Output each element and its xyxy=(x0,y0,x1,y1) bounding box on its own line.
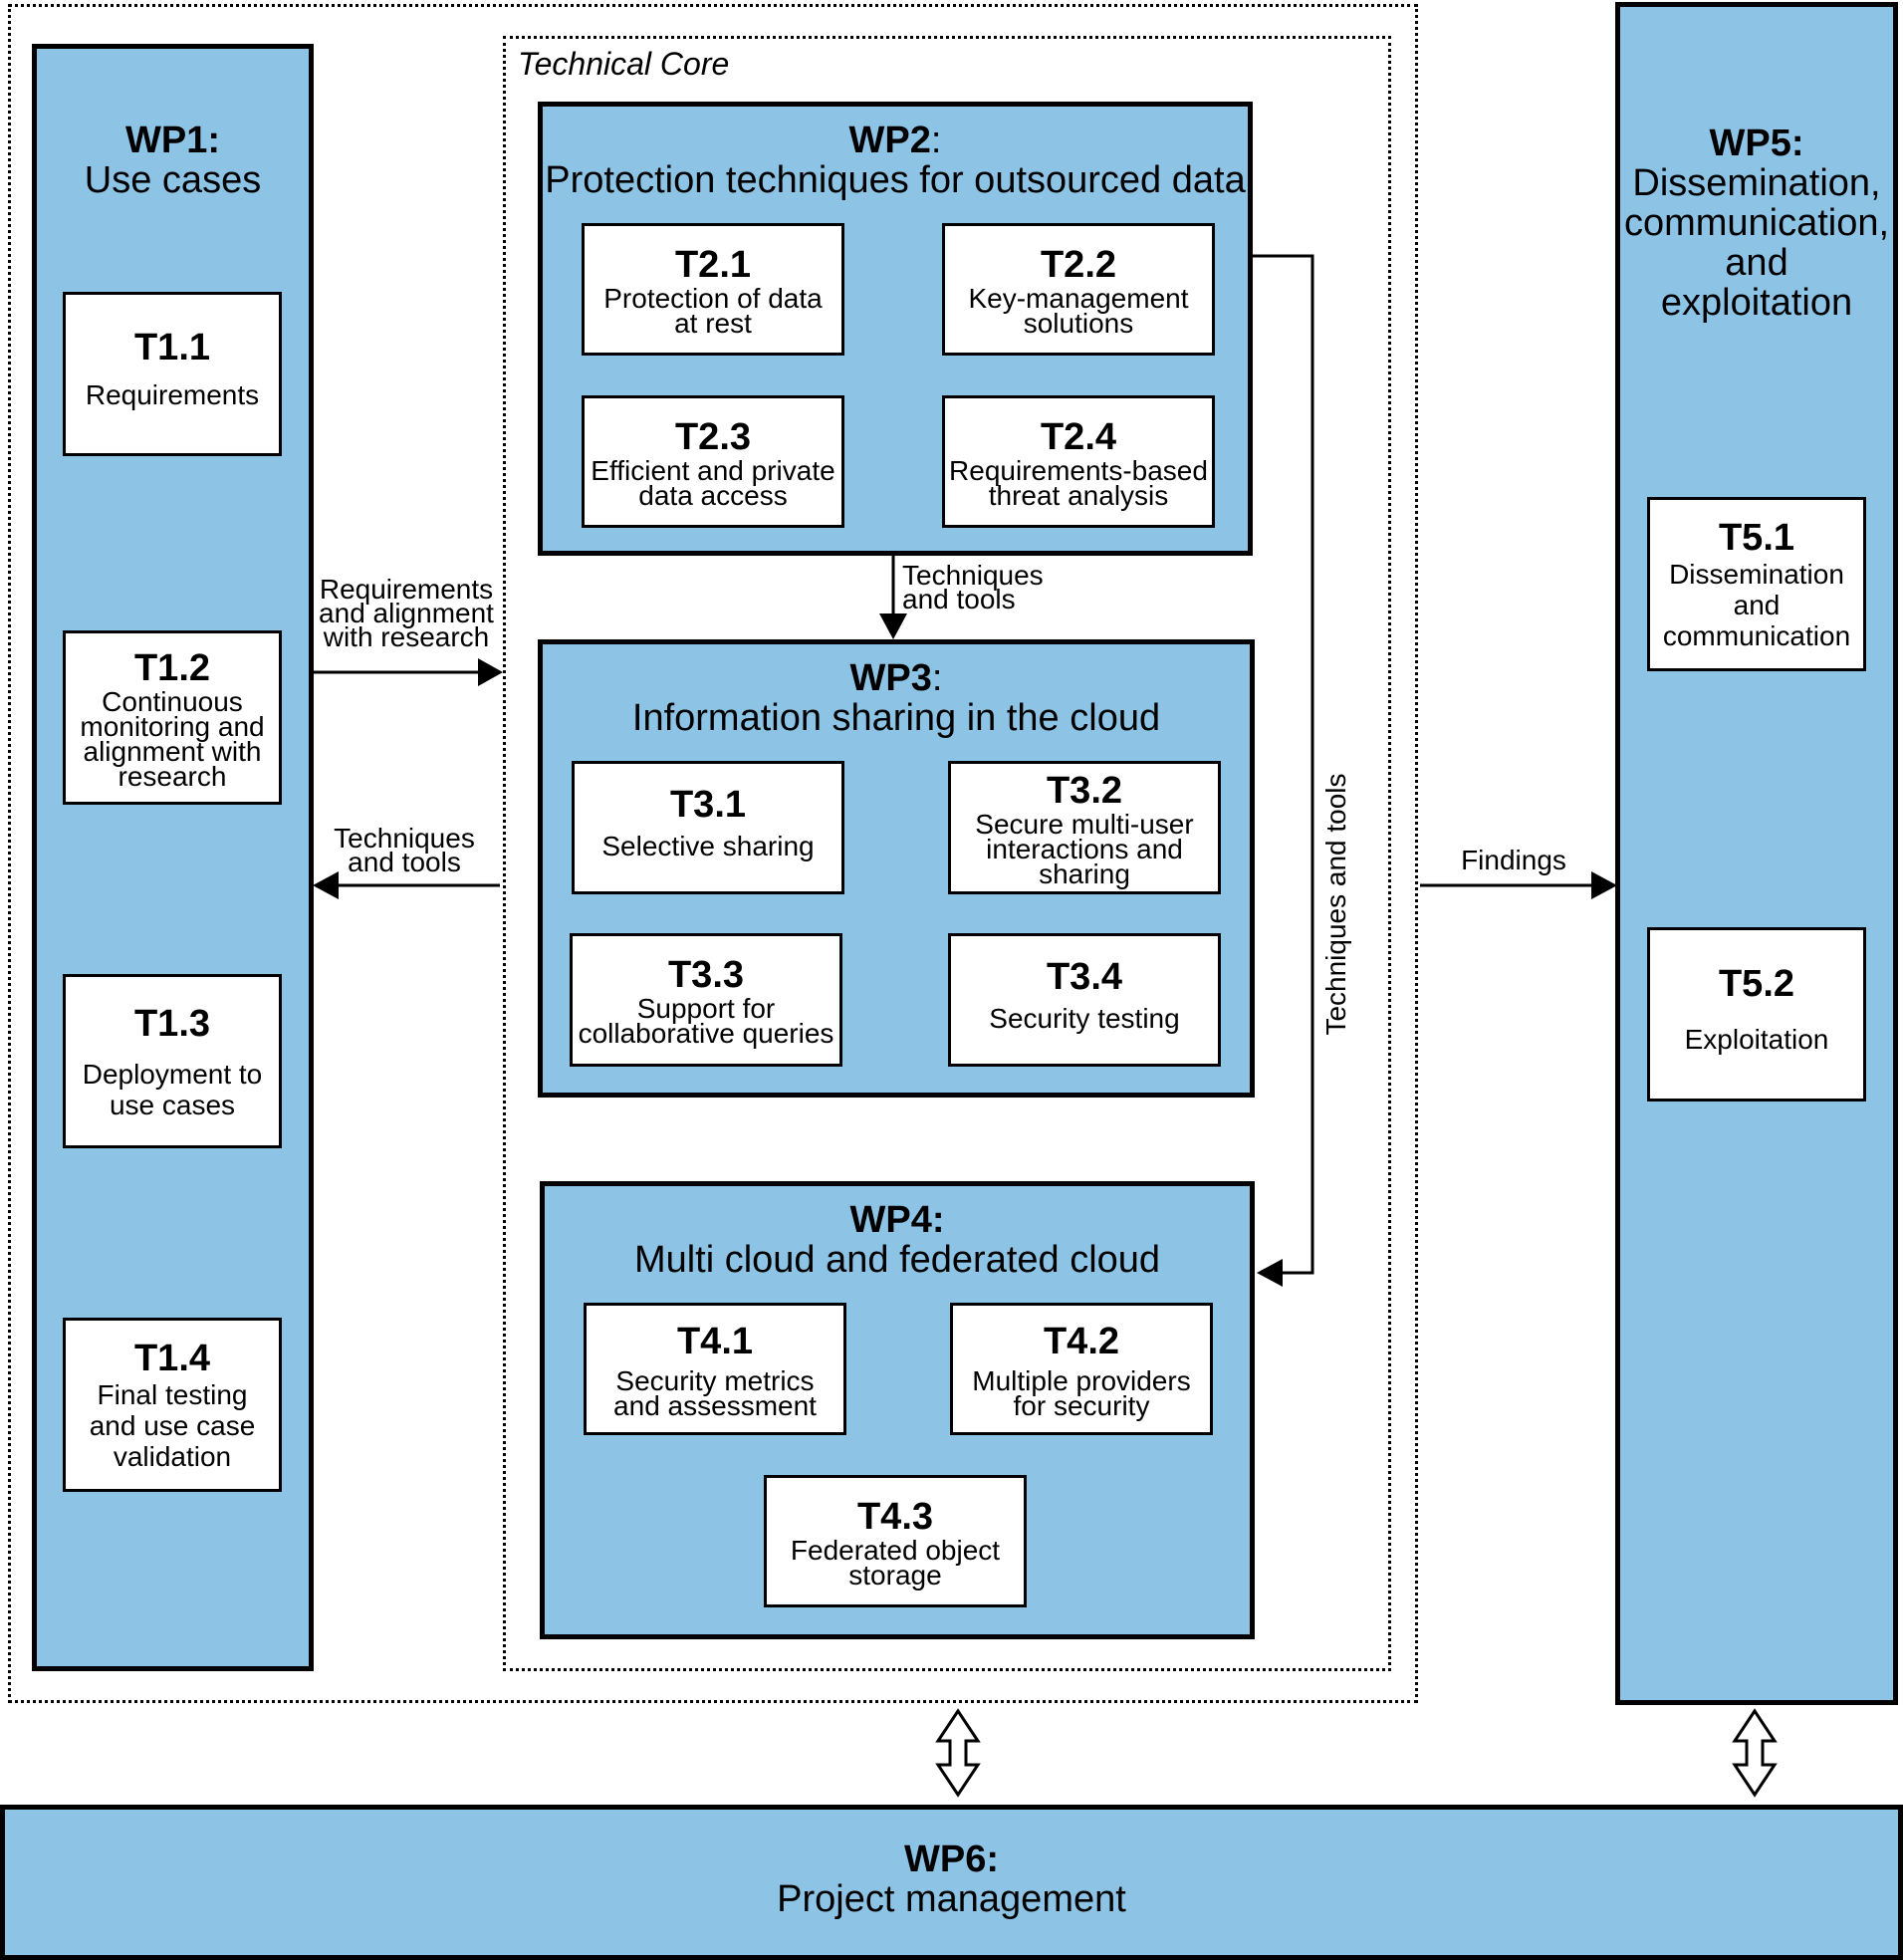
task-id: T1.4 xyxy=(133,1338,211,1379)
task-name: Requirements xyxy=(85,379,260,410)
task-t4-3[interactable]: T4.3 Federated object storage xyxy=(764,1475,1027,1607)
task-t2-3[interactable]: T2.3 Efficient and private data access xyxy=(582,395,844,528)
arrow-core-to-wp1 xyxy=(313,871,500,899)
flow-label-wp2-to-wp4: Techniques and tools xyxy=(1320,773,1351,1036)
wp3-id: WP3 xyxy=(849,657,932,699)
wp2-heading: WP2: Protection techniques for outsource… xyxy=(543,121,1248,200)
task-name: Security metrics and assessment xyxy=(613,1364,817,1421)
task-id: T5.2 xyxy=(1718,963,1795,1005)
task-id: T3.3 xyxy=(667,954,745,996)
wp5-title: Dissemination, communication, and exploi… xyxy=(1623,162,1890,324)
arrow-wp2-to-wp4 xyxy=(1253,254,1314,1287)
task-name: Support for collaborative queries xyxy=(578,993,834,1049)
task-id: T4.2 xyxy=(1043,1320,1120,1362)
wp3-title: Information sharing in the cloud xyxy=(631,697,1161,739)
task-id: T1.3 xyxy=(133,1002,211,1045)
task-t5-2[interactable]: T5.2 Exploitation xyxy=(1647,927,1866,1102)
task-t1-4[interactable]: T1.4 Final testing and use case validati… xyxy=(63,1318,282,1492)
task-t4-2[interactable]: T4.2 Multiple providers for security xyxy=(950,1303,1213,1435)
task-name: Secure multi-user interactions and shari… xyxy=(975,808,1194,889)
task-id: T3.4 xyxy=(1046,955,1123,998)
flow-label-wp1-to-core: Requirements and alignment with research xyxy=(319,574,494,652)
arrow-core-to-wp5 xyxy=(1420,871,1617,899)
task-name: Key-management solutions xyxy=(968,282,1189,339)
wp1-id: WP1: xyxy=(125,120,220,161)
wp5-id: WP5: xyxy=(1709,122,1804,164)
flow-label-wp2-to-wp3: Techniques and tools xyxy=(902,560,1044,614)
task-t1-2[interactable]: T1.2 Continuous monitoring and alignment… xyxy=(63,630,282,805)
task-t3-4[interactable]: T3.4 Security testing xyxy=(948,933,1221,1067)
task-name: Dissemination and communication xyxy=(1662,559,1851,651)
task-id: T4.3 xyxy=(856,1495,934,1538)
task-id: T2.1 xyxy=(674,243,752,286)
task-t3-1[interactable]: T3.1 Selective sharing xyxy=(572,761,844,894)
task-id: T2.4 xyxy=(1040,415,1117,458)
task-name: Selective sharing xyxy=(601,830,815,861)
task-t2-2[interactable]: T2.2 Key-management solutions xyxy=(942,223,1215,356)
wp6-box[interactable]: WP6: Project management xyxy=(0,1805,1903,1960)
task-id: T1.1 xyxy=(133,327,211,368)
wp5-heading: WP5: Dissemination, communication, and e… xyxy=(1620,123,1893,323)
technical-core-label: Technical Core xyxy=(518,46,730,82)
task-name: Multiple providers for security xyxy=(972,1364,1191,1421)
wp2-sep: : xyxy=(930,120,942,161)
task-name: Protection of data at rest xyxy=(603,282,823,339)
task-name: Final testing and use case validation xyxy=(89,1379,256,1472)
task-name: Continuous monitoring and alignment with… xyxy=(80,685,265,792)
wp1-heading: WP1: Use cases xyxy=(37,121,309,200)
task-id: T3.1 xyxy=(669,783,747,826)
task-name: Deployment to use cases xyxy=(82,1058,263,1120)
wp2-title: Protection techniques for outsourced dat… xyxy=(545,159,1246,201)
task-t3-2[interactable]: T3.2 Secure multi-user interactions and … xyxy=(948,761,1221,894)
task-name: Efficient and private data access xyxy=(591,454,835,511)
wp1-title: Use cases xyxy=(84,159,262,201)
task-t1-1[interactable]: T1.1 Requirements xyxy=(63,292,282,456)
task-name: Federated object storage xyxy=(790,1534,1001,1591)
task-t2-1[interactable]: T2.1 Protection of data at rest xyxy=(582,223,844,356)
arrow-wp1-to-core xyxy=(314,658,503,686)
wp6-id: WP6: xyxy=(904,1838,999,1880)
arrow-wp2-to-wp3 xyxy=(879,556,907,639)
task-id: T2.2 xyxy=(1040,243,1117,286)
wp4-id: WP4: xyxy=(849,1199,945,1241)
task-id: T3.2 xyxy=(1046,769,1123,812)
task-t4-1[interactable]: T4.1 Security metrics and assessment xyxy=(584,1303,846,1435)
flow-label-core-to-wp5: Findings xyxy=(1461,845,1566,875)
wp4-title: Multi cloud and federated cloud xyxy=(633,1239,1161,1281)
wp3-sep: : xyxy=(931,657,943,699)
task-id: T2.3 xyxy=(674,415,752,458)
task-id: T5.1 xyxy=(1718,517,1795,559)
wp3-heading: WP3: Information sharing in the cloud xyxy=(543,658,1250,738)
wp2-id: WP2 xyxy=(848,120,931,161)
task-id: T1.2 xyxy=(133,646,211,689)
task-t5-1[interactable]: T5.1 Dissemination and communication xyxy=(1647,497,1866,671)
task-t1-3[interactable]: T1.3 Deployment to use cases xyxy=(63,974,282,1148)
double-arrow-core-wp6 xyxy=(935,1708,981,1798)
task-name: Requirements-based threat analysis xyxy=(949,454,1208,511)
task-id: T4.1 xyxy=(676,1320,754,1362)
wp6-title: Project management xyxy=(777,1878,1126,1920)
wp4-heading: WP4: Multi cloud and federated cloud xyxy=(545,1200,1250,1280)
task-name: Security testing xyxy=(989,1002,1180,1034)
outer-dotted-frame xyxy=(8,4,1418,1703)
task-t3-3[interactable]: T3.3 Support for collaborative queries xyxy=(570,933,842,1067)
flow-label-core-to-wp1: Techniques and tools xyxy=(334,823,475,877)
task-name: Exploitation xyxy=(1684,1024,1829,1055)
wp5-box[interactable]: WP5: Dissemination, communication, and e… xyxy=(1615,2,1898,1705)
wp6-heading: WP6: Project management xyxy=(5,1839,1898,1919)
double-arrow-wp5-wp6 xyxy=(1732,1708,1778,1798)
technical-core-frame xyxy=(503,36,1391,1671)
task-t2-4[interactable]: T2.4 Requirements-based threat analysis xyxy=(942,395,1215,528)
